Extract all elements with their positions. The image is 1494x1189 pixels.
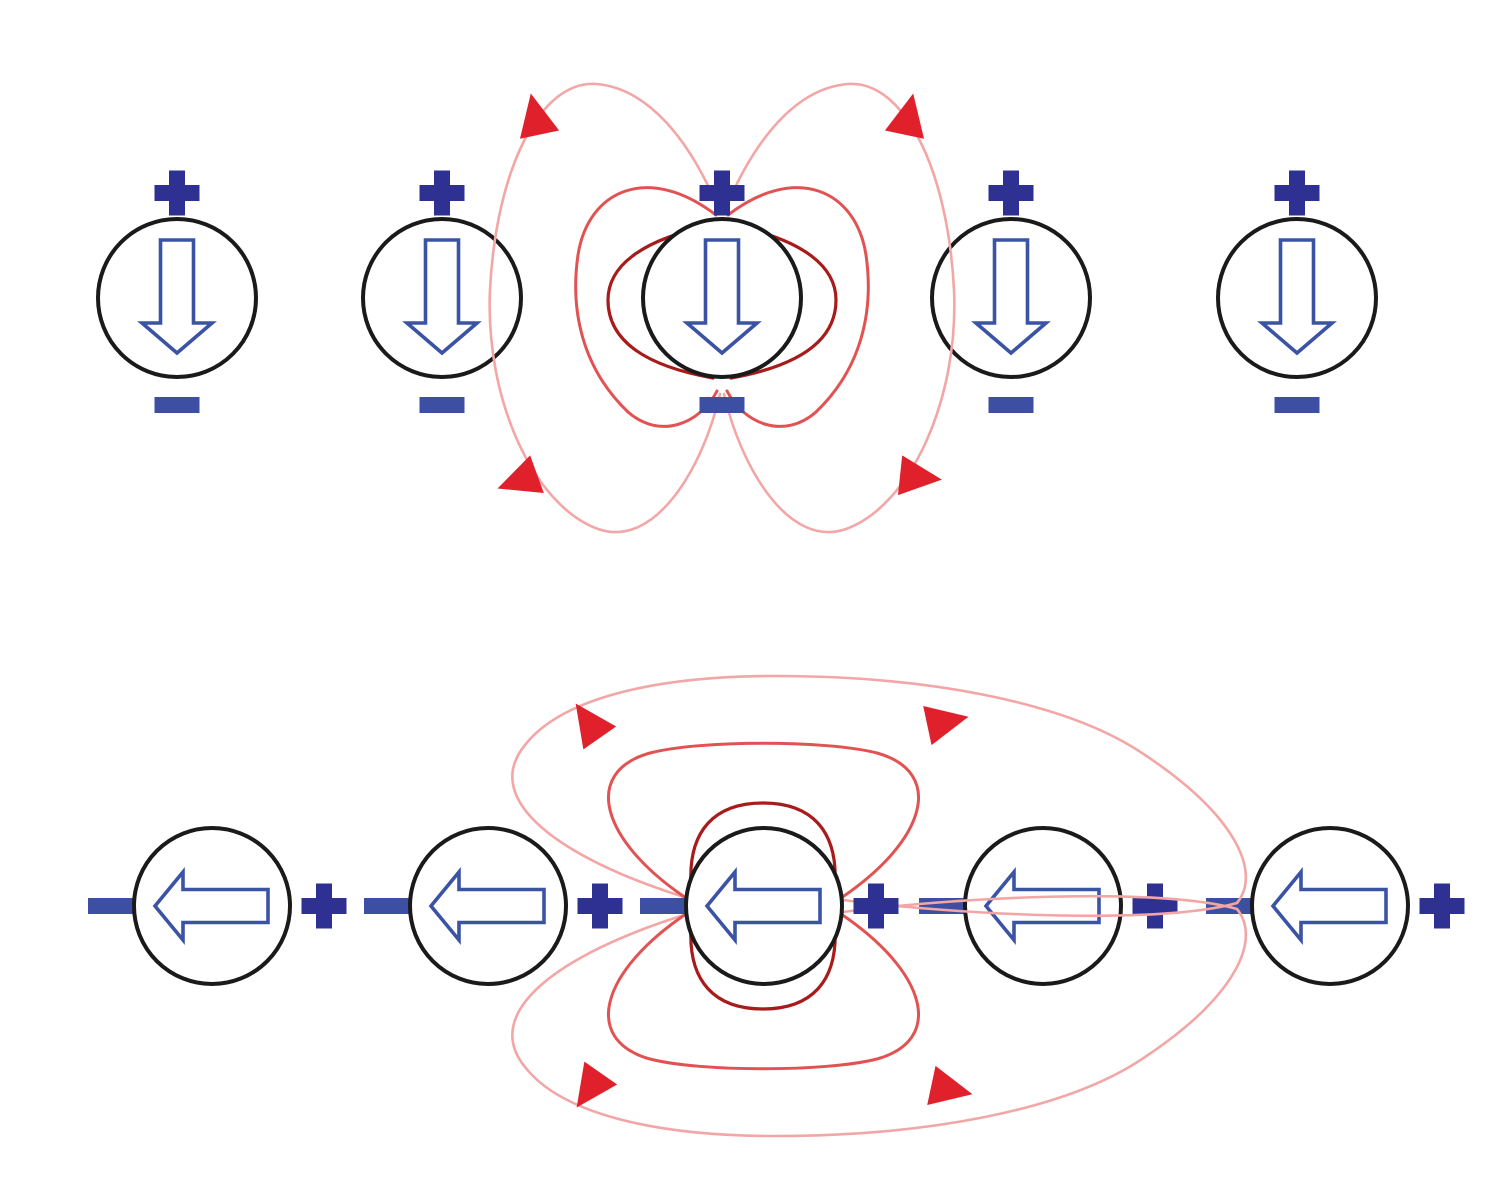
field-direction-arrowhead (576, 1061, 618, 1108)
molecule-bottom-0 (88, 826, 347, 986)
plus-sign (419, 170, 465, 216)
field-line-middle (607, 912, 920, 1071)
bottom-row (88, 674, 1465, 1138)
minus-sign (640, 898, 688, 914)
molecule-top-1 (361, 170, 523, 413)
plus-horizontal-bar (154, 185, 200, 201)
dipole-field-lines (511, 674, 1247, 1138)
plus-horizontal-bar (1132, 898, 1178, 914)
field-line-inner (689, 801, 837, 887)
plus-sign (699, 170, 745, 216)
minus-sign (699, 397, 745, 413)
dipole-arrow-down (1257, 238, 1337, 356)
minus-sign (419, 397, 465, 413)
plus-sign (1274, 170, 1320, 216)
dipole-arrow-down (971, 238, 1051, 356)
field-line-outer (511, 674, 1247, 918)
minus-sign (1274, 397, 1320, 413)
field-line-middle (574, 186, 719, 428)
molecule-bottom-4 (1206, 826, 1465, 986)
dipole-field-lines (488, 82, 956, 534)
field-direction-arrowhead (923, 705, 969, 746)
minus-sign (988, 397, 1034, 413)
dipole-arrow-left (983, 866, 1101, 946)
plus-sign (1419, 883, 1465, 929)
plus-horizontal-bar (419, 185, 465, 201)
plus-sign (853, 883, 899, 929)
molecule-bottom-1 (364, 826, 623, 986)
field-direction-arrowhead (497, 455, 544, 493)
minus-sign (154, 397, 200, 413)
molecule-bottom-3 (919, 826, 1178, 986)
dipole-arrow-left (152, 866, 270, 946)
field-line-inner (729, 223, 838, 380)
dipole-arrow-left (704, 866, 822, 946)
dipole-arrow-down (682, 238, 762, 356)
plus-horizontal-bar (853, 898, 899, 914)
field-direction-arrowhead (519, 93, 560, 139)
plus-horizontal-bar (699, 185, 745, 201)
minus-sign (88, 898, 136, 914)
plus-sign (577, 883, 623, 929)
field-line-middle (725, 186, 870, 428)
plus-horizontal-bar (577, 898, 623, 914)
plus-horizontal-bar (1419, 898, 1465, 914)
dipole-arrow-down (137, 238, 217, 356)
dipole-arrow-down (402, 238, 482, 356)
molecule-bottom-2 (640, 826, 899, 986)
top-row (96, 82, 1378, 534)
plus-sign (301, 883, 347, 929)
field-line-inner (606, 223, 715, 380)
plus-sign (1132, 883, 1178, 929)
plus-sign (154, 170, 200, 216)
field-direction-arrowhead (575, 703, 617, 750)
molecule-top-3 (930, 170, 1092, 413)
plus-horizontal-bar (988, 185, 1034, 201)
plus-sign (988, 170, 1034, 216)
dipole-arrow-left (428, 866, 546, 946)
molecule-top-2 (641, 170, 803, 413)
molecule-top-4 (1216, 170, 1378, 413)
dipole-arrow-left (1270, 866, 1388, 946)
field-direction-arrowhead (884, 93, 925, 139)
field-line-outer (722, 82, 956, 534)
field-line-outer (488, 82, 722, 534)
plus-horizontal-bar (301, 898, 347, 914)
field-direction-arrowhead (927, 1065, 973, 1106)
field-direction-arrowhead (898, 455, 942, 496)
molecule-top-0 (96, 170, 258, 413)
field-line-outer (511, 894, 1247, 1138)
field-line-inner (689, 925, 837, 1011)
minus-sign (364, 898, 412, 914)
field-line-middle (607, 741, 920, 900)
plus-horizontal-bar (1274, 185, 1320, 201)
